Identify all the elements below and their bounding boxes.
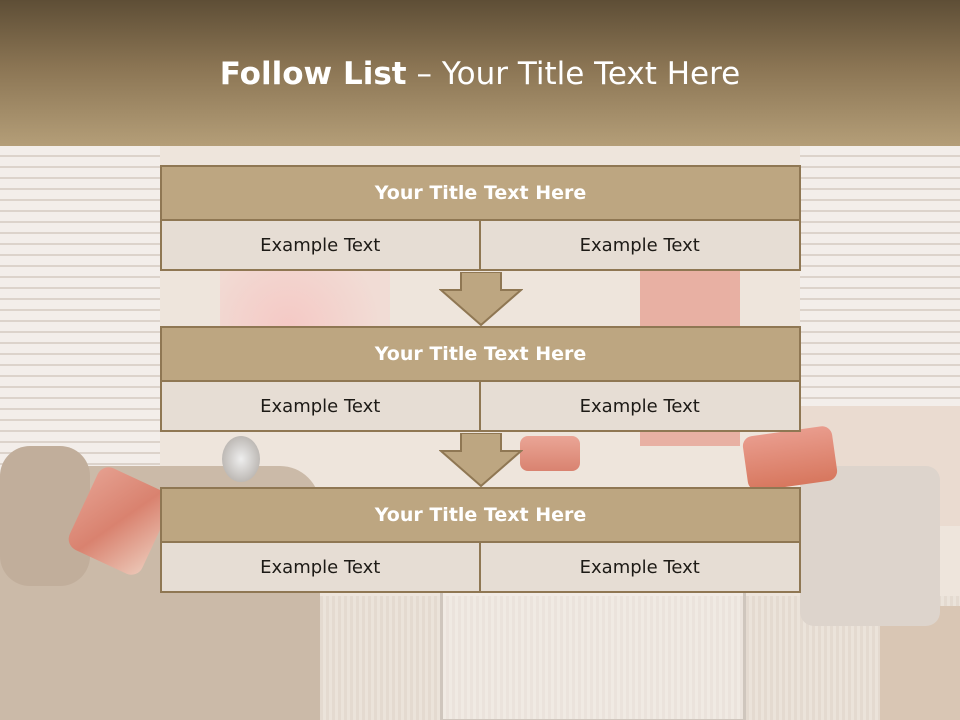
list-box-3: Your Title Text Here Example Text Exampl… xyxy=(160,487,801,593)
box-row: Example Text Example Text xyxy=(160,543,801,593)
box-cell-left: Example Text xyxy=(160,543,481,593)
slide-title-rest: – Your Title Text Here xyxy=(416,56,741,92)
window-blinds-right xyxy=(800,146,960,406)
box-cell-right: Example Text xyxy=(480,543,801,593)
sofa-right xyxy=(800,466,940,626)
glass-table xyxy=(440,586,746,720)
box-title: Your Title Text Here xyxy=(160,487,801,543)
box-row: Example Text Example Text xyxy=(160,382,801,432)
list-box-2: Your Title Text Here Example Text Exampl… xyxy=(160,326,801,432)
box-cell-left: Example Text xyxy=(160,221,481,271)
slide-title-bold: Follow List xyxy=(219,56,407,92)
box-cell-right: Example Text xyxy=(480,221,801,271)
box-cell-right: Example Text xyxy=(480,382,801,432)
sofa-arm xyxy=(0,446,90,586)
title-band: Follow List – Your Title Text Here xyxy=(0,0,960,146)
box-row: Example Text Example Text xyxy=(160,221,801,271)
down-arrow-icon xyxy=(439,272,523,326)
slide-title: Follow List – Your Title Text Here xyxy=(0,56,960,92)
box-title: Your Title Text Here xyxy=(160,165,801,221)
down-arrow-icon xyxy=(439,433,523,487)
pillow-middle xyxy=(520,436,580,471)
box-cell-left: Example Text xyxy=(160,382,481,432)
vase xyxy=(222,436,260,482)
box-title: Your Title Text Here xyxy=(160,326,801,382)
window-blinds-left xyxy=(0,146,160,476)
list-box-1: Your Title Text Here Example Text Exampl… xyxy=(160,165,801,271)
